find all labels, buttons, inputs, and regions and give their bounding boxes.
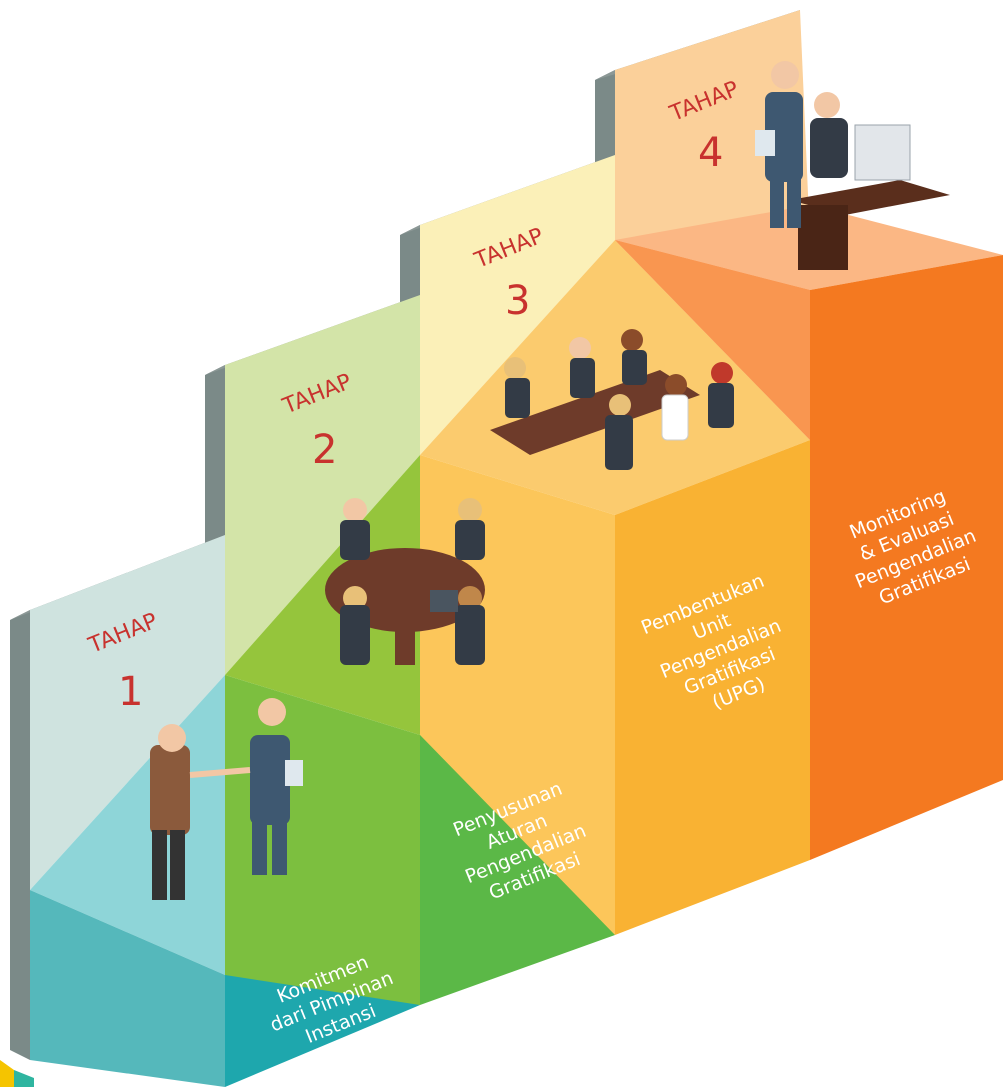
stage-2-wall <box>225 295 420 675</box>
stage-4-front <box>810 255 1003 860</box>
stage-2-tahap-number: 2 <box>312 427 337 473</box>
wall-edge-2 <box>205 365 225 550</box>
stage-1-wall <box>30 535 225 890</box>
stage-2-meeting-illustration <box>325 498 485 665</box>
wall-edge-3 <box>400 225 420 310</box>
stage-1-front-left <box>30 890 225 1087</box>
wall-edge-4 <box>595 70 615 170</box>
stage-4-shade <box>615 240 810 440</box>
stage-1-tahap-number: 1 <box>118 669 143 715</box>
stage-3-wall <box>420 155 615 455</box>
wall-edge-1 <box>10 610 30 1060</box>
stage-3-meeting-illustration <box>490 329 734 470</box>
stage-4-tahap-number: 4 <box>698 130 723 176</box>
stage-3-tahap-number: 3 <box>505 278 530 324</box>
stage-4-desk-illustration <box>755 61 950 270</box>
stage-4-wall <box>615 10 810 240</box>
stage-3-front <box>615 440 810 935</box>
stage-1-handshake-illustration <box>150 698 303 900</box>
logo-fragment-icon <box>0 1060 34 1087</box>
